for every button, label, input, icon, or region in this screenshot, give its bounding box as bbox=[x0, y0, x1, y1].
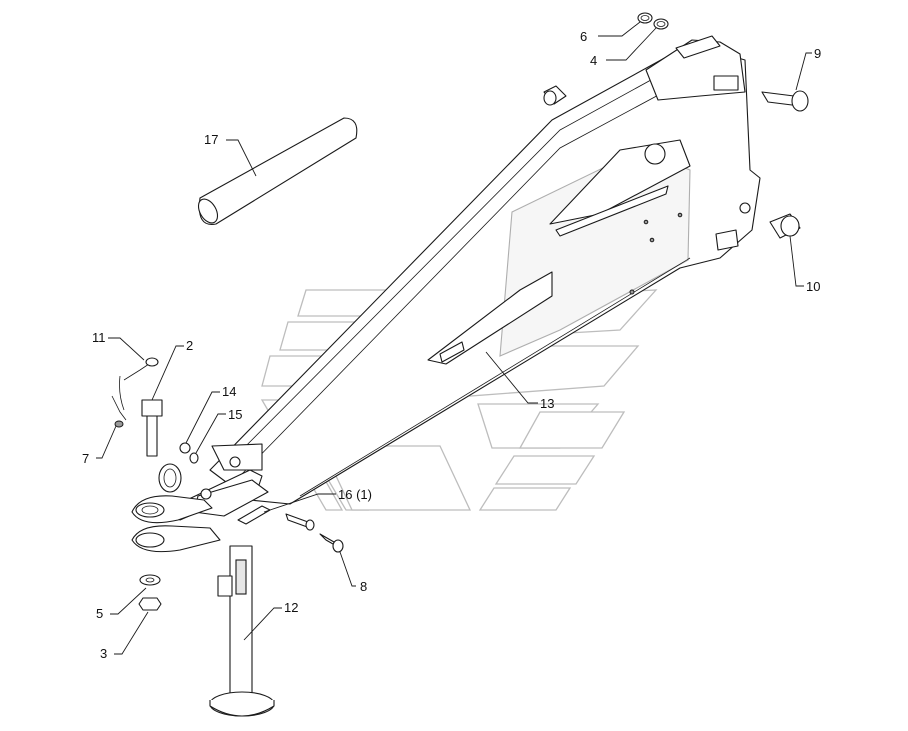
callout-16: 16 (1) bbox=[338, 487, 372, 502]
callout-15: 15 bbox=[228, 407, 242, 422]
callout-8: 8 bbox=[360, 579, 367, 594]
callout-14: 14 bbox=[222, 384, 236, 399]
callout-17: 17 bbox=[204, 132, 218, 147]
spring-cotter-11 bbox=[111, 357, 159, 421]
callout-4: 4 bbox=[590, 53, 597, 68]
callout-9: 9 bbox=[814, 46, 821, 61]
callout-7: 7 bbox=[82, 451, 89, 466]
callout-labels: 6 4 9 10 17 11 2 7 14 15 13 16 (1) 8 5 3… bbox=[82, 29, 821, 661]
nut-3 bbox=[138, 597, 162, 611]
bolt-8 bbox=[319, 533, 344, 553]
callout-12: 12 bbox=[284, 600, 298, 615]
bolt-2 bbox=[141, 399, 163, 457]
callout-6: 6 bbox=[580, 29, 587, 44]
clip-pin-7 bbox=[114, 420, 124, 428]
clip-15 bbox=[189, 452, 199, 464]
bushing-upper bbox=[543, 85, 567, 106]
ring-4 bbox=[653, 18, 669, 30]
washer-5 bbox=[139, 574, 161, 586]
pin-bar-17 bbox=[197, 117, 358, 226]
pivot-pin-9 bbox=[761, 90, 809, 112]
callout-11: 11 bbox=[92, 330, 106, 345]
callout-3: 3 bbox=[100, 646, 107, 661]
bolt-16 bbox=[285, 513, 315, 531]
support-leg-12 bbox=[209, 505, 275, 717]
towing-eye bbox=[131, 463, 221, 553]
leader-lines bbox=[96, 21, 812, 655]
callout-10: 10 bbox=[806, 279, 820, 294]
callout-13: 13 bbox=[540, 396, 554, 411]
bushing-10 bbox=[769, 213, 801, 239]
callout-2: 2 bbox=[186, 338, 193, 353]
pin-14 bbox=[179, 442, 191, 454]
ring-6 bbox=[637, 12, 653, 24]
boom-arm-13 bbox=[169, 35, 761, 521]
callout-5: 5 bbox=[96, 606, 103, 621]
